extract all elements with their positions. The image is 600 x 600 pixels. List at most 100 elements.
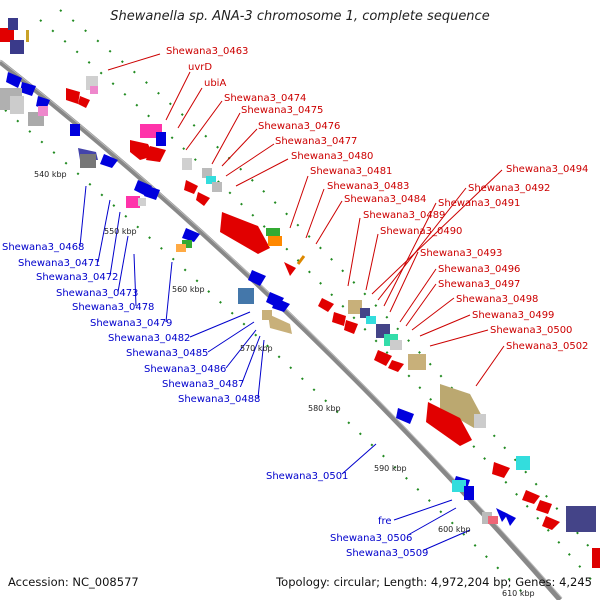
gene-label[interactable]: Shewana3_0474 <box>224 93 306 104</box>
gene-feature[interactable] <box>0 28 14 42</box>
gene-label[interactable]: Shewana3_0463 <box>166 46 248 57</box>
gene-label[interactable]: Shewana3_0471 <box>18 258 100 269</box>
gene-label[interactable]: Shewana3_0497 <box>438 279 520 290</box>
gene-feature[interactable] <box>146 146 166 162</box>
gene-label[interactable]: Shewana3_0509 <box>346 548 428 559</box>
gene-label[interactable]: Shewana3_0486 <box>144 364 226 375</box>
gene-feature[interactable] <box>220 212 270 254</box>
gene-label[interactable]: Shewana3_0476 <box>258 121 340 132</box>
gene-feature[interactable] <box>70 124 80 136</box>
gene-label[interactable]: Shewana3_0482 <box>108 333 190 344</box>
gene-feature[interactable] <box>360 308 370 318</box>
gene-feature[interactable] <box>408 354 426 370</box>
gene-label[interactable]: Shewana3_0475 <box>241 105 323 116</box>
gene-feature[interactable] <box>390 340 402 350</box>
gene-label[interactable]: Shewana3_0490 <box>380 226 462 237</box>
gene-feature[interactable] <box>516 456 530 470</box>
gene-label[interactable]: Shewana3_0487 <box>162 379 244 390</box>
gene-feature[interactable] <box>90 86 98 94</box>
gene-feature[interactable] <box>184 180 198 194</box>
gene-label[interactable]: Shewana3_0496 <box>438 264 520 275</box>
gene-feature[interactable] <box>492 462 510 478</box>
gene-feature[interactable] <box>238 288 254 304</box>
gene-feature[interactable] <box>78 96 90 108</box>
gene-feature[interactable] <box>296 255 306 265</box>
gene-feature[interactable] <box>396 408 414 424</box>
gene-feature[interactable] <box>536 500 552 514</box>
gene-feature[interactable] <box>440 384 484 428</box>
gene-label[interactable]: Shewana3_0500 <box>490 325 572 336</box>
gene-feature[interactable] <box>266 228 280 236</box>
gene-label[interactable]: Shewana3_0480 <box>291 151 373 162</box>
gene-feature[interactable] <box>566 506 596 532</box>
gene-feature[interactable] <box>388 360 404 372</box>
gene-label[interactable]: Shewana3_0489 <box>363 210 445 221</box>
gene-label[interactable]: Shewana3_0485 <box>126 348 208 359</box>
gene-feature[interactable] <box>6 72 22 88</box>
gene-label[interactable]: Shewana3_0488 <box>178 394 260 405</box>
gene-feature[interactable] <box>522 490 540 504</box>
gene-label[interactable]: Shewana3_0494 <box>506 164 588 175</box>
gene-label[interactable]: Shewana3_0491 <box>438 198 520 209</box>
gene-feature[interactable] <box>80 154 96 168</box>
gene-feature[interactable] <box>206 176 216 184</box>
gene-label[interactable]: ubiA <box>204 78 226 89</box>
gene-feature[interactable] <box>474 414 486 428</box>
gene-feature[interactable] <box>344 320 358 334</box>
gene-feature[interactable] <box>374 350 392 366</box>
gene-feature[interactable] <box>426 402 472 446</box>
gene-label[interactable]: Shewana3_0502 <box>506 341 588 352</box>
gene-feature[interactable] <box>332 312 346 326</box>
gene-feature[interactable] <box>452 480 466 492</box>
gene-feature[interactable] <box>504 512 516 526</box>
gene-label[interactable]: Shewana3_0478 <box>72 302 154 313</box>
gene-feature[interactable] <box>196 192 210 206</box>
gene-feature[interactable] <box>262 310 272 320</box>
gene-feature[interactable] <box>8 18 18 30</box>
gene-feature[interactable] <box>38 106 48 116</box>
gene-feature[interactable] <box>182 158 192 170</box>
gene-feature[interactable] <box>156 132 166 146</box>
gene-label[interactable]: uvrD <box>188 62 212 73</box>
gene-feature[interactable] <box>20 82 36 96</box>
gene-label[interactable]: Shewana3_0492 <box>468 183 550 194</box>
gene-feature[interactable] <box>202 168 212 178</box>
gene-label[interactable]: Shewana3_0493 <box>420 248 502 259</box>
gene-feature[interactable] <box>138 198 146 206</box>
gene-feature[interactable] <box>542 516 560 530</box>
gene-feature[interactable] <box>366 316 376 324</box>
gene-label[interactable]: Shewana3_0499 <box>472 310 554 321</box>
gene-label[interactable]: Shewana3_0477 <box>275 136 357 147</box>
gene-label[interactable]: fre <box>378 516 392 527</box>
gene-feature[interactable] <box>126 196 140 208</box>
gene-feature[interactable] <box>268 314 292 334</box>
gene-feature[interactable] <box>592 548 600 568</box>
gene-label[interactable]: Shewana3_0473 <box>56 288 138 299</box>
gene-feature[interactable] <box>182 228 200 242</box>
gene-feature[interactable] <box>248 270 266 286</box>
gene-feature[interactable] <box>488 516 498 524</box>
gene-feature[interactable] <box>26 30 29 42</box>
gene-feature[interactable] <box>212 182 222 192</box>
gene-feature[interactable] <box>464 486 474 500</box>
gene-label[interactable]: Shewana3_0498 <box>456 294 538 305</box>
gene-feature[interactable] <box>144 186 160 200</box>
gene-feature[interactable] <box>182 240 192 248</box>
gene-label[interactable]: Shewana3_0472 <box>36 272 118 283</box>
gene-feature[interactable] <box>318 298 334 312</box>
gene-label[interactable]: Shewana3_0483 <box>327 181 409 192</box>
gene-feature[interactable] <box>66 88 80 104</box>
gene-feature[interactable] <box>272 298 290 312</box>
gene-label[interactable]: Shewana3_0506 <box>330 533 412 544</box>
gene-feature[interactable] <box>496 508 508 522</box>
gene-feature[interactable] <box>10 96 24 114</box>
gene-label[interactable]: Shewana3_0481 <box>310 166 392 177</box>
gene-label[interactable]: Shewana3_0468 <box>2 242 84 253</box>
gene-feature[interactable] <box>284 262 296 276</box>
gene-label[interactable]: Shewana3_0501 <box>266 471 348 482</box>
gene-feature[interactable] <box>10 40 24 54</box>
gene-feature[interactable] <box>176 244 186 252</box>
gene-feature[interactable] <box>100 154 118 168</box>
gene-feature[interactable] <box>268 236 282 246</box>
gene-feature[interactable] <box>482 512 492 524</box>
